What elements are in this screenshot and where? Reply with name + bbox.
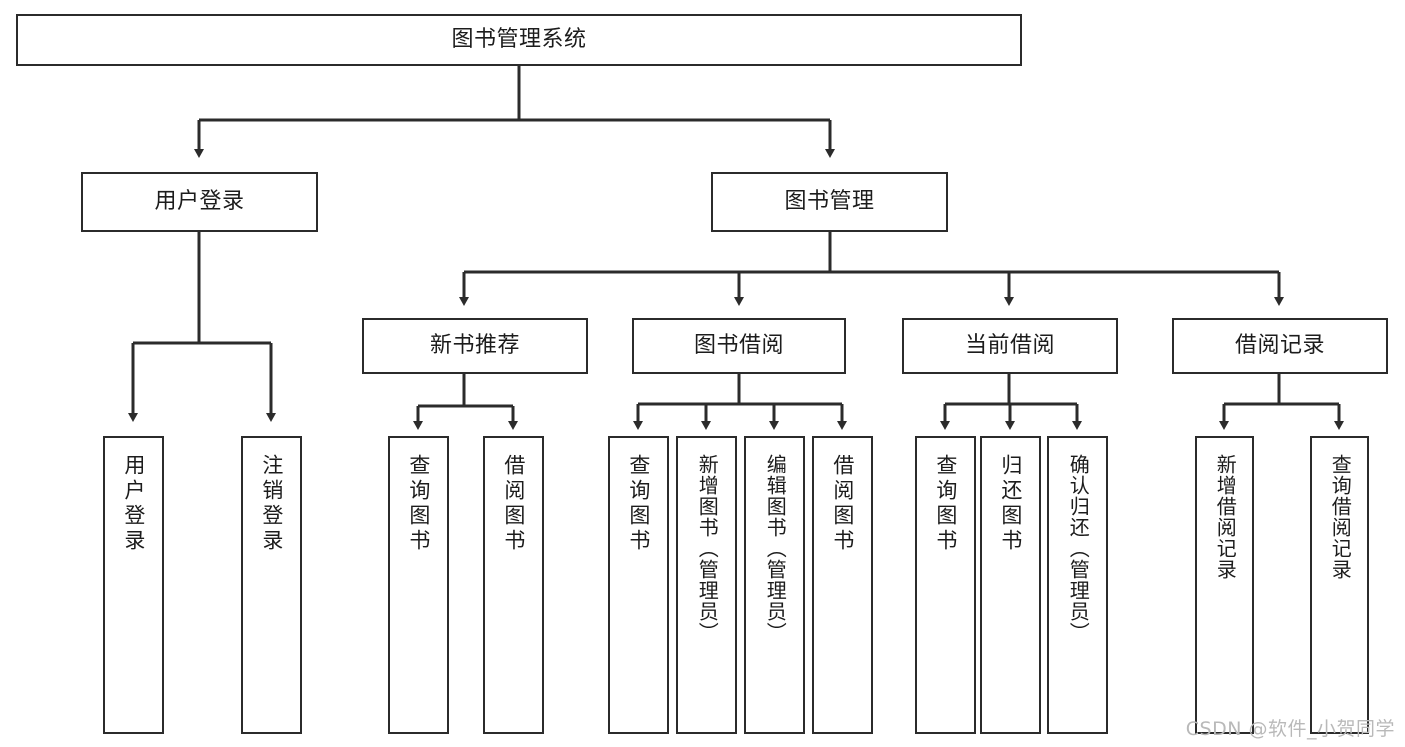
leaf-user-login-logout[interactable]: 注销登录	[241, 436, 302, 734]
node-current-borrow[interactable]: 当前借阅	[902, 318, 1118, 374]
node-label: 借阅图书	[501, 454, 526, 554]
node-label: 新增图书（管理员）	[695, 454, 720, 643]
node-label: 查询图书	[626, 454, 651, 554]
node-label: 归还图书	[998, 454, 1023, 554]
node-label: 图书借阅	[693, 333, 784, 359]
node-label: 确认归还（管理员）	[1066, 454, 1091, 643]
node-label: 新增借阅记录	[1213, 454, 1238, 580]
leaf-record-query-record[interactable]: 查询借阅记录	[1310, 436, 1369, 734]
node-label: 图书管理	[784, 189, 875, 215]
leaf-new-book-query-books[interactable]: 查询图书	[388, 436, 449, 734]
node-label: 查询图书	[406, 454, 431, 554]
node-label: 用户登录	[154, 189, 245, 215]
node-label: 注销登录	[259, 454, 284, 554]
node-user-login[interactable]: 用户登录	[81, 172, 318, 232]
node-borrow-record[interactable]: 借阅记录	[1172, 318, 1388, 374]
node-label: 新书推荐	[429, 333, 520, 359]
leaf-current-query-books[interactable]: 查询图书	[915, 436, 976, 734]
node-label: 借阅记录	[1234, 333, 1325, 359]
leaf-new-book-borrow-books[interactable]: 借阅图书	[483, 436, 544, 734]
leaf-current-return-books[interactable]: 归还图书	[980, 436, 1041, 734]
node-root-system[interactable]: 图书管理系统	[16, 14, 1022, 66]
node-label: 当前借阅	[964, 333, 1055, 359]
node-label: 查询借阅记录	[1328, 454, 1353, 580]
leaf-borrow-add-book-admin[interactable]: 新增图书（管理员）	[676, 436, 737, 734]
leaf-current-confirm-return-admin[interactable]: 确认归还（管理员）	[1047, 436, 1108, 734]
node-label: 图书管理系统	[451, 27, 587, 53]
leaf-record-add-record[interactable]: 新增借阅记录	[1195, 436, 1254, 734]
node-label: 用户登录	[121, 454, 146, 554]
node-label: 借阅图书	[830, 454, 855, 554]
leaf-borrow-borrow-books[interactable]: 借阅图书	[812, 436, 873, 734]
node-label: 编辑图书（管理员）	[763, 454, 788, 643]
watermark-text: CSDN @软件_小贺同学	[1185, 718, 1395, 740]
node-book-borrow[interactable]: 图书借阅	[632, 318, 846, 374]
leaf-user-login-login[interactable]: 用户登录	[103, 436, 164, 734]
node-book-management[interactable]: 图书管理	[711, 172, 948, 232]
node-label: 查询图书	[933, 454, 958, 554]
leaf-borrow-query-books[interactable]: 查询图书	[608, 436, 669, 734]
leaf-borrow-edit-book-admin[interactable]: 编辑图书（管理员）	[744, 436, 805, 734]
node-new-book-recommend[interactable]: 新书推荐	[362, 318, 588, 374]
